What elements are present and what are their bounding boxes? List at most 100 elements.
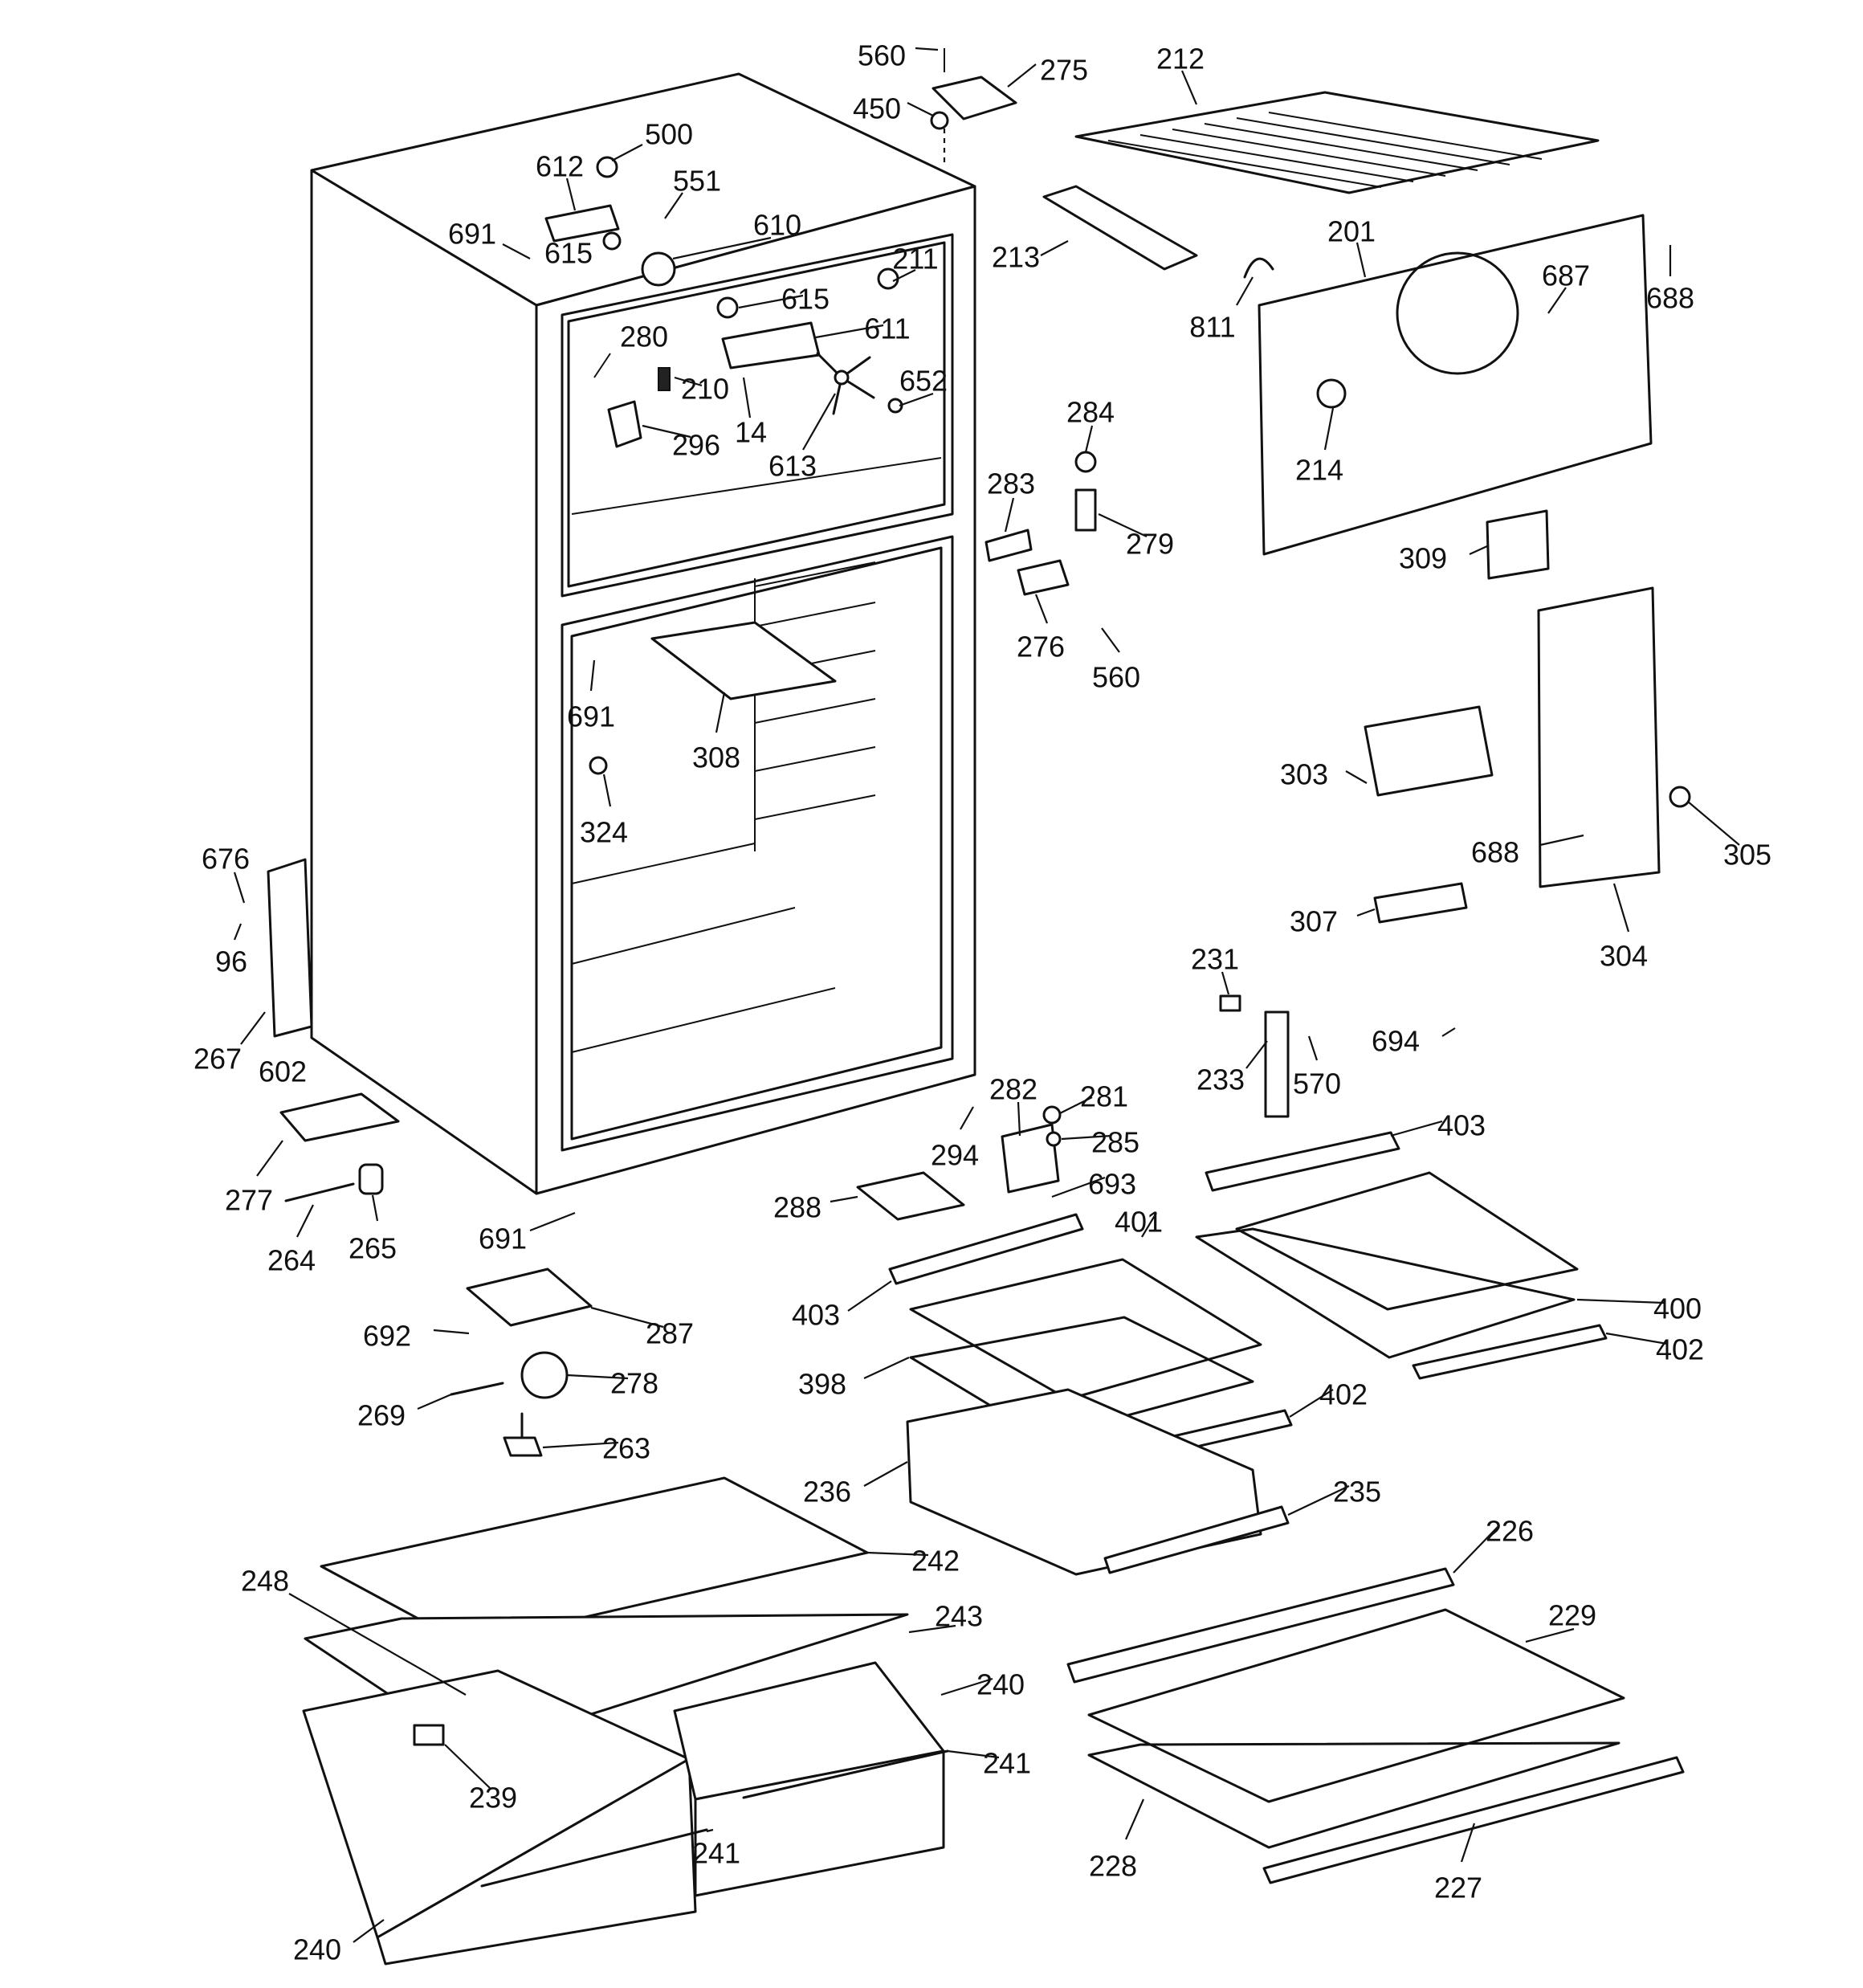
part-callout-400: 400 bbox=[1653, 1292, 1702, 1325]
part-callout-275: 275 bbox=[1040, 54, 1088, 87]
part-callout-688: 688 bbox=[1646, 282, 1694, 315]
part-callout-615: 615 bbox=[544, 237, 593, 270]
screw-210 bbox=[658, 367, 671, 391]
part-callout-398: 398 bbox=[798, 1368, 846, 1401]
fan-hub bbox=[834, 369, 850, 386]
leader-201 bbox=[1355, 242, 1367, 278]
freezer-mechanism bbox=[544, 156, 903, 775]
part-callout-551: 551 bbox=[673, 165, 721, 198]
fresh-food-opening bbox=[561, 535, 954, 1152]
leader-551 bbox=[664, 192, 683, 219]
part-callout-201: 201 bbox=[1327, 215, 1376, 248]
leader-570 bbox=[1307, 1035, 1319, 1061]
part-callout-228: 228 bbox=[1089, 1850, 1137, 1883]
knob-214 bbox=[1316, 378, 1347, 409]
leader-691b bbox=[589, 659, 596, 692]
part-callout-241: 241 bbox=[983, 1747, 1031, 1780]
crisper-shelf-a bbox=[571, 843, 756, 884]
part-callout-691: 691 bbox=[479, 1223, 527, 1255]
leader-265 bbox=[371, 1194, 379, 1222]
part-callout-401: 401 bbox=[1115, 1206, 1163, 1239]
upper-parts bbox=[930, 48, 1600, 279]
leader-213 bbox=[1040, 240, 1069, 256]
freezer-liner bbox=[567, 241, 946, 588]
part-callout-403: 403 bbox=[792, 1299, 840, 1332]
leader-400 bbox=[1576, 1298, 1665, 1304]
leader-401 bbox=[1141, 1212, 1157, 1238]
part-callout-212: 212 bbox=[1156, 43, 1205, 76]
part-callout-210: 210 bbox=[681, 373, 729, 406]
part-callout-693: 693 bbox=[1088, 1168, 1136, 1201]
leader-691a bbox=[502, 243, 531, 259]
part-callout-284: 284 bbox=[1066, 396, 1115, 429]
crisper-shelf-b bbox=[571, 907, 796, 965]
frame-400 bbox=[1195, 1227, 1576, 1359]
part-callout-308: 308 bbox=[692, 741, 740, 774]
part-callout-560: 560 bbox=[1092, 661, 1140, 694]
leader-285 bbox=[1061, 1134, 1112, 1141]
leader-611 bbox=[815, 324, 884, 339]
part-callout-243: 243 bbox=[935, 1600, 983, 1633]
leader-236 bbox=[863, 1461, 908, 1487]
part-callout-226: 226 bbox=[1486, 1515, 1534, 1548]
rear-panels bbox=[1258, 214, 1691, 924]
slide-239 bbox=[413, 1724, 445, 1746]
part-callout-227: 227 bbox=[1434, 1872, 1482, 1904]
leader-211 bbox=[892, 269, 916, 282]
part-callout-281: 281 bbox=[1080, 1080, 1128, 1113]
wire-4 bbox=[1204, 123, 1478, 171]
leader-284 bbox=[1084, 425, 1094, 453]
fresh-food-liner bbox=[570, 546, 943, 1141]
part-callout-278: 278 bbox=[610, 1367, 658, 1400]
part-callout-229: 229 bbox=[1548, 1599, 1596, 1632]
part-callout-811: 811 bbox=[1189, 311, 1235, 344]
leader-214 bbox=[1323, 407, 1335, 451]
part-callout-611: 611 bbox=[864, 312, 910, 345]
part-callout-615: 615 bbox=[781, 283, 830, 316]
glass-shelf-398 bbox=[909, 1258, 1262, 1401]
glass-shelf-401-top bbox=[1235, 1171, 1579, 1311]
part-callout-96: 96 bbox=[215, 945, 247, 978]
part-callout-402: 402 bbox=[1656, 1333, 1704, 1366]
leader-282 bbox=[1017, 1101, 1021, 1137]
leader-692 bbox=[433, 1329, 470, 1335]
toe-grille-267 bbox=[267, 858, 313, 1038]
part-callout-211: 211 bbox=[892, 243, 938, 276]
part-callout-288: 288 bbox=[773, 1191, 821, 1224]
leader-693 bbox=[1051, 1176, 1106, 1198]
part-callout-241: 241 bbox=[692, 1837, 740, 1870]
leader-229 bbox=[1525, 1627, 1575, 1643]
leader-652 bbox=[899, 392, 934, 407]
pin-269 bbox=[450, 1382, 504, 1396]
part-callout-570: 570 bbox=[1293, 1067, 1341, 1100]
wire-2 bbox=[1139, 134, 1414, 182]
leader-227 bbox=[1460, 1823, 1476, 1863]
handle-241-left bbox=[480, 1828, 708, 1888]
part-callout-691: 691 bbox=[448, 218, 496, 251]
freezer-opening bbox=[561, 233, 954, 598]
leader-226 bbox=[1453, 1525, 1499, 1574]
leader-612 bbox=[565, 178, 577, 211]
part-callout-239: 239 bbox=[469, 1782, 517, 1815]
crisper-shelf-c bbox=[571, 987, 836, 1053]
part-callout-692: 692 bbox=[363, 1320, 411, 1353]
leader-287 bbox=[590, 1306, 664, 1329]
leader-269 bbox=[417, 1393, 452, 1410]
leader-288 bbox=[830, 1195, 858, 1203]
panel-201 bbox=[1258, 214, 1653, 556]
leader-277 bbox=[256, 1140, 283, 1177]
rail-4 bbox=[754, 698, 876, 724]
leader-14 bbox=[742, 377, 752, 418]
wire-shelf-212 bbox=[1074, 91, 1600, 194]
leader-303 bbox=[1345, 770, 1368, 784]
part-callout-276: 276 bbox=[1017, 631, 1065, 663]
clip-231 bbox=[1219, 994, 1241, 1012]
part-callout-613: 613 bbox=[768, 450, 817, 483]
leader-248 bbox=[288, 1593, 467, 1696]
leader-235 bbox=[1287, 1485, 1350, 1516]
part-callout-279: 279 bbox=[1126, 528, 1174, 561]
refrigerator-cabinet bbox=[310, 72, 976, 1195]
leader-403a bbox=[1390, 1120, 1443, 1137]
